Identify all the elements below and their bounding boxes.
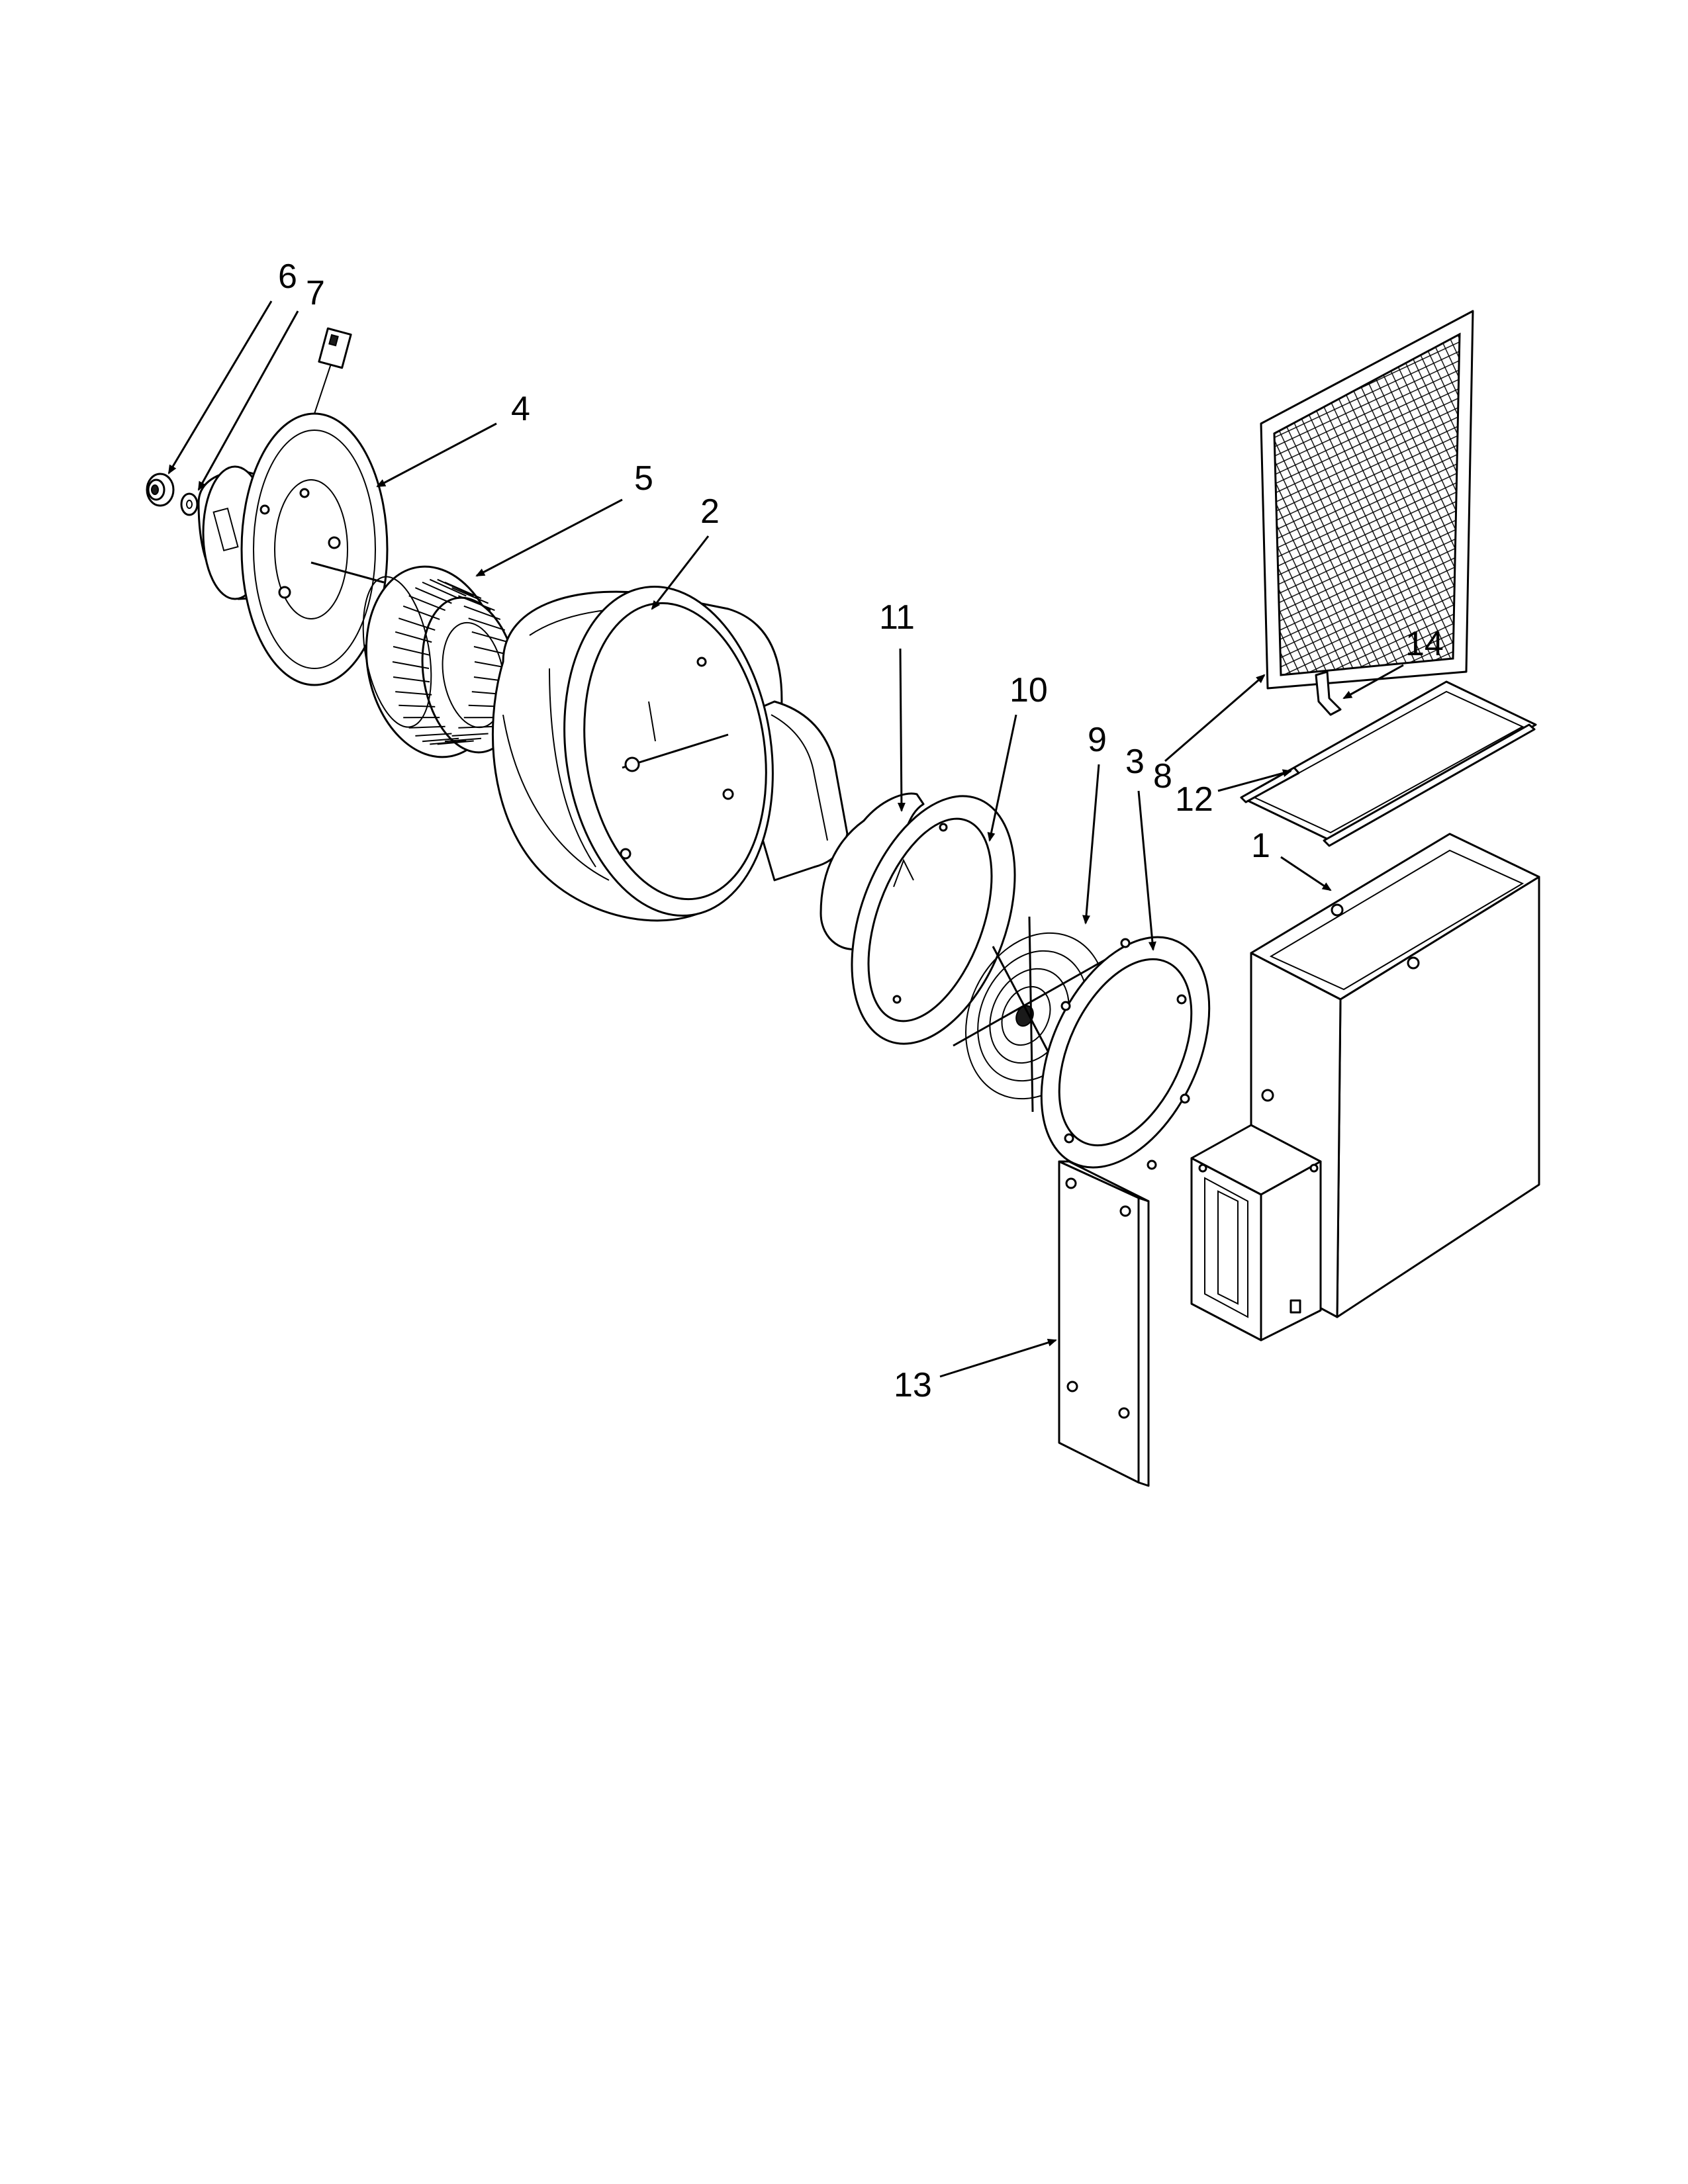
callout-10: 10: [1009, 671, 1048, 709]
blade-line: [395, 691, 432, 696]
leader-13: [939, 1338, 1057, 1378]
blade-line: [451, 587, 489, 604]
callout-12: 12: [1175, 780, 1213, 819]
blade-line: [444, 581, 482, 600]
callout-11: 11: [879, 598, 915, 637]
leader-5: [475, 498, 623, 577]
leader-3: [1137, 790, 1156, 951]
part-13-cover-plate: [1058, 1160, 1150, 1487]
callout-labels: 6 7 4 5 2 11 10 9 3 8 14 8 12 1 13: [278, 257, 1444, 1404]
leader-lines: [167, 300, 1404, 1378]
blade-line: [444, 737, 482, 743]
leader-9: [1082, 764, 1100, 925]
blade-line: [414, 587, 452, 604]
blade-line: [393, 646, 430, 656]
leader-7: [197, 310, 299, 491]
callout-8-left: 8: [1153, 757, 1172, 796]
part-10-collar-ring: [851, 795, 1016, 1045]
leader-8: [1164, 674, 1266, 762]
leader-12: [1217, 769, 1292, 792]
leader-10: [987, 714, 1017, 842]
blade-line: [422, 581, 459, 600]
blade-line: [429, 578, 467, 597]
blade-line: [422, 737, 459, 743]
blade-line: [402, 605, 440, 620]
part-4-motor: [197, 327, 389, 686]
part-14-clip: [1315, 670, 1342, 716]
blade-line: [468, 617, 506, 631]
callout-13: 13: [894, 1366, 932, 1404]
callout-4: 4: [511, 390, 530, 428]
blade-line: [451, 733, 489, 737]
part-8-filter-grille: [1260, 310, 1474, 690]
part-2-blower-housing: [491, 585, 849, 922]
blade-line: [393, 676, 430, 683]
leader-4: [376, 422, 497, 488]
part-3-mounting-ring: [1040, 936, 1211, 1170]
part-5-blower-wheel: [362, 565, 519, 758]
blade-line: [398, 617, 436, 631]
blade-line: [392, 661, 430, 669]
blade-line: [463, 605, 501, 620]
blade-line: [437, 740, 474, 745]
callout-7: 7: [306, 274, 325, 312]
callout-5: 5: [634, 459, 653, 498]
blade-line: [408, 725, 445, 729]
blade-line: [399, 704, 436, 707]
part-1-duct-box: [1190, 833, 1540, 1342]
blade-line: [395, 631, 432, 643]
leader-14: [1342, 664, 1404, 700]
part-12-seals: [1240, 680, 1537, 847]
leader-2: [651, 535, 710, 610]
blade-line: [408, 595, 446, 612]
blade-line: [430, 740, 467, 745]
callout-9: 9: [1088, 721, 1107, 759]
leader-11: [897, 648, 906, 812]
part-7-washer: [180, 492, 199, 516]
callout-6: 6: [278, 257, 297, 296]
blade-line: [415, 733, 452, 737]
callout-1: 1: [1251, 827, 1270, 865]
part-6-nut: [146, 473, 175, 507]
leader-6: [167, 300, 273, 475]
callout-14: 14: [1405, 625, 1444, 663]
callout-3: 3: [1125, 743, 1145, 781]
leader-1: [1280, 856, 1332, 891]
callout-2: 2: [700, 492, 720, 531]
blade-line: [457, 595, 495, 612]
